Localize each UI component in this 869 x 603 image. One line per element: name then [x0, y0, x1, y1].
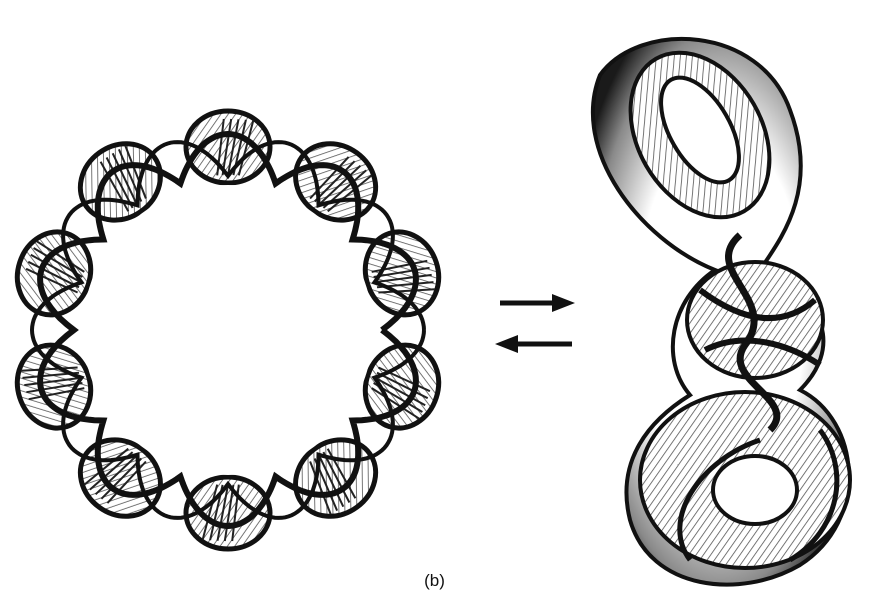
supercoiled-dna-icon	[593, 28, 850, 585]
forward-arrow-icon	[500, 294, 575, 312]
reverse-arrow-icon	[495, 335, 572, 353]
relaxed-circular-dna-icon	[7, 111, 449, 549]
circle-center	[83, 185, 373, 475]
equilibrium-arrows-icon	[495, 294, 575, 353]
figure-caption: (b)	[0, 571, 869, 591]
